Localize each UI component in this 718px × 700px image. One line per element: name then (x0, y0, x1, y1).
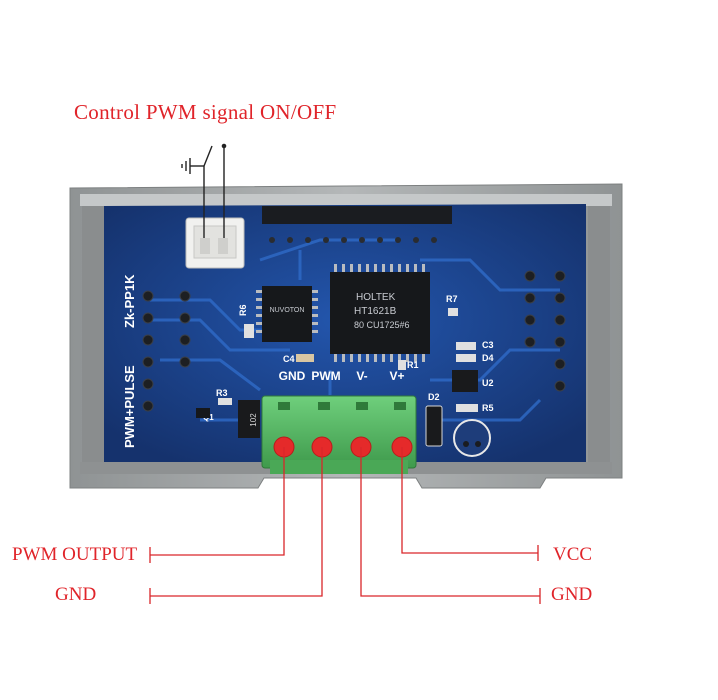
board-model: Zk-PP1K (122, 274, 137, 328)
leader-vcc (401, 447, 538, 554)
signal-connector (185, 217, 245, 269)
label-r7: R7 (446, 294, 458, 304)
leader-gnd-left (150, 447, 323, 597)
main-chip-brand: HOLTEK (356, 292, 396, 303)
main-chip-code: 80 CU1725#6 (354, 320, 410, 330)
label-d4: D4 (482, 353, 494, 363)
label-d2: D2 (428, 392, 440, 402)
silk-pwm: PWM (311, 369, 340, 383)
label-c4: C4 (283, 354, 295, 364)
main-chip-part: HT1621B (354, 306, 397, 317)
board-name: PWM+PULSE (122, 365, 137, 448)
switch-symbol (181, 143, 227, 238)
resistor-code: 102 (249, 413, 258, 427)
label-r5: R5 (482, 403, 494, 413)
silk-vminus: V- (356, 369, 367, 383)
terminal-block (261, 395, 417, 474)
silk-gnd: GND (279, 369, 306, 383)
callout-vcc: VCC (553, 544, 593, 565)
leader-gnd-right (360, 447, 540, 597)
small-chip-brand: NUVOTON (270, 307, 305, 314)
callout-title: Control PWM signal ON/OFF (74, 100, 337, 124)
label-r3: R3 (216, 388, 228, 398)
smd-components: 102 (196, 308, 491, 457)
label-c3: C3 (482, 340, 494, 350)
label-r6: R6 (238, 304, 248, 316)
small-chip: NUVOTON (256, 286, 318, 342)
silk-vplus: V+ (389, 369, 404, 383)
main-chip: HOLTEK HT1621B 80 CU1725#6 (330, 264, 430, 362)
leader-pwm-output (150, 447, 285, 556)
label-u2: U2 (482, 378, 494, 388)
callout-gnd-left: GND (55, 584, 97, 605)
label-r1: R1 (407, 360, 419, 370)
callout-pwm-output: PWM OUTPUT (12, 544, 138, 565)
callout-gnd-right: GND (551, 584, 593, 605)
leader-lines (149, 447, 541, 604)
terminal-silk-labels: GND PWM V- V+ (279, 369, 405, 383)
